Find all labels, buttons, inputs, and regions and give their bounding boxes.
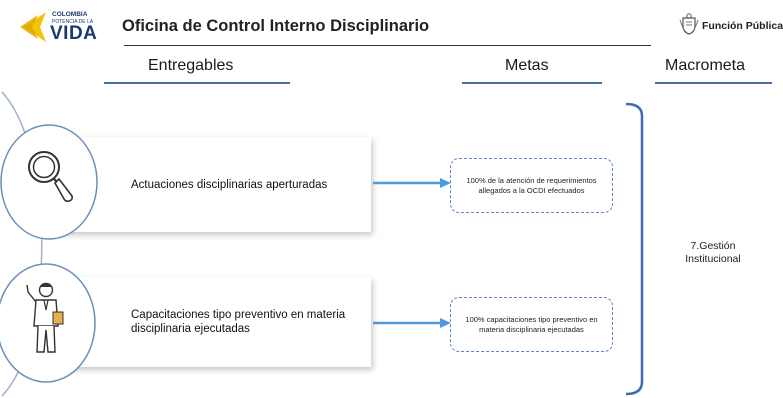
title-divider — [124, 45, 651, 46]
logo-line-2: POTENCIA DE LA — [52, 19, 94, 25]
column-header-metas: Metas — [505, 57, 549, 74]
meta-box-2: 100% capacitaciones tipo preventivo en m… — [450, 297, 613, 352]
right-bracket — [625, 102, 644, 396]
colombia-potencia-logo — [12, 8, 104, 48]
page-title: Oficina de Control Interno Disciplinario — [122, 17, 430, 35]
entregable-card-2 — [46, 277, 371, 367]
arrow-right-icon — [373, 178, 451, 188]
entregable-text-2: Capacitaciones tipo preventivo en materi… — [131, 309, 346, 335]
metas-underline — [462, 82, 602, 84]
logo-word: VIDA — [50, 23, 98, 44]
arrow-right-icon — [373, 318, 451, 328]
macrometa-label: 7.Gestión Institucional — [685, 240, 741, 265]
entregable-text-1: Actuaciones disciplinarias aperturadas — [131, 179, 328, 191]
column-header-macrometa: Macrometa — [665, 57, 746, 74]
meta-box-1: 100% de la atención de requerimientos al… — [450, 158, 613, 213]
macrometa-underline — [655, 82, 772, 84]
funcion-publica-logo-text: Función Pública — [702, 20, 783, 32]
entregables-underline — [104, 82, 290, 84]
presenter-person-icon — [26, 282, 64, 353]
entregable-card-1 — [46, 137, 371, 232]
logo-line-1: COLOMBIA — [52, 11, 88, 18]
logo-mark-icon — [20, 12, 46, 42]
coat-of-arms-icon — [679, 13, 699, 35]
column-header-entregables: Entregables — [148, 57, 234, 74]
magnifying-glass-icon — [28, 151, 73, 203]
